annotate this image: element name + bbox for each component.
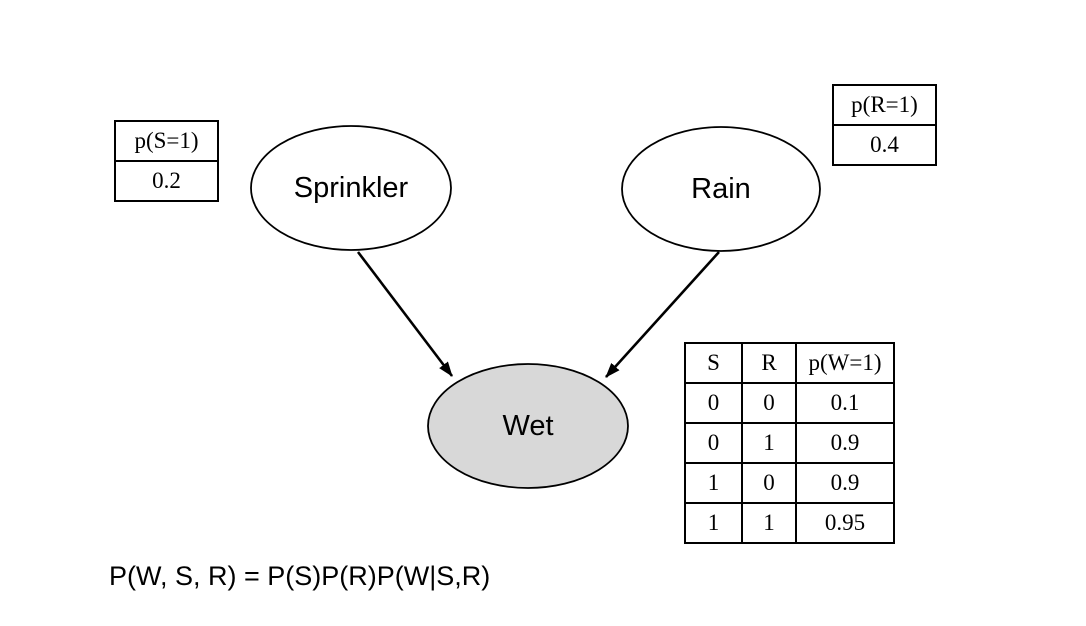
- wet-node-ellipse: [427, 363, 629, 489]
- rain-node-ellipse: [621, 126, 821, 252]
- cpt-row: 1 1 0.95: [684, 502, 895, 544]
- prior-table-sprinkler-value: 0.2: [114, 160, 219, 202]
- cpt-cell: 0: [741, 382, 797, 424]
- cpt-cell: 0.1: [795, 382, 895, 424]
- cpt-header-row: S R p(W=1): [684, 342, 895, 384]
- cpt-cell: 1: [684, 502, 743, 544]
- cpt-header-r: R: [741, 342, 797, 384]
- prior-table-rain: p(R=1) 0.4: [832, 84, 937, 166]
- sprinkler-node-ellipse: [250, 125, 452, 251]
- cpt-cell: 0.9: [795, 462, 895, 504]
- cpt-cell: 1: [741, 502, 797, 544]
- prior-table-sprinkler-header: p(S=1): [114, 120, 219, 162]
- cpt-cell: 0: [684, 422, 743, 464]
- prior-table-sprinkler: p(S=1) 0.2: [114, 120, 219, 202]
- cpt-cell: 0: [741, 462, 797, 504]
- edge-rain-wet-arrow: [605, 251, 720, 378]
- cpt-cell: 0.9: [795, 422, 895, 464]
- edge-sprinkler-wet-arrow: [356, 251, 454, 377]
- cpt-cell: 1: [684, 462, 743, 504]
- cpt-header-pw: p(W=1): [795, 342, 895, 384]
- cpt-row: 0 1 0.9: [684, 422, 895, 464]
- cpt-cell: 0: [684, 382, 743, 424]
- joint-probability-formula: P(W, S, R) = P(S)P(R)P(W|S,R): [109, 561, 491, 591]
- cpt-table-wet: S R p(W=1) 0 0 0.1 0 1 0.9 1 0 0.9 1 1 0…: [684, 342, 895, 544]
- cpt-header-s: S: [684, 342, 743, 384]
- cpt-row: 1 0 0.9: [684, 462, 895, 504]
- cpt-cell: 1: [741, 422, 797, 464]
- cpt-cell: 0.95: [795, 502, 895, 544]
- cpt-row: 0 0 0.1: [684, 382, 895, 424]
- prior-table-rain-value: 0.4: [832, 124, 937, 166]
- prior-table-rain-header: p(R=1): [832, 84, 937, 126]
